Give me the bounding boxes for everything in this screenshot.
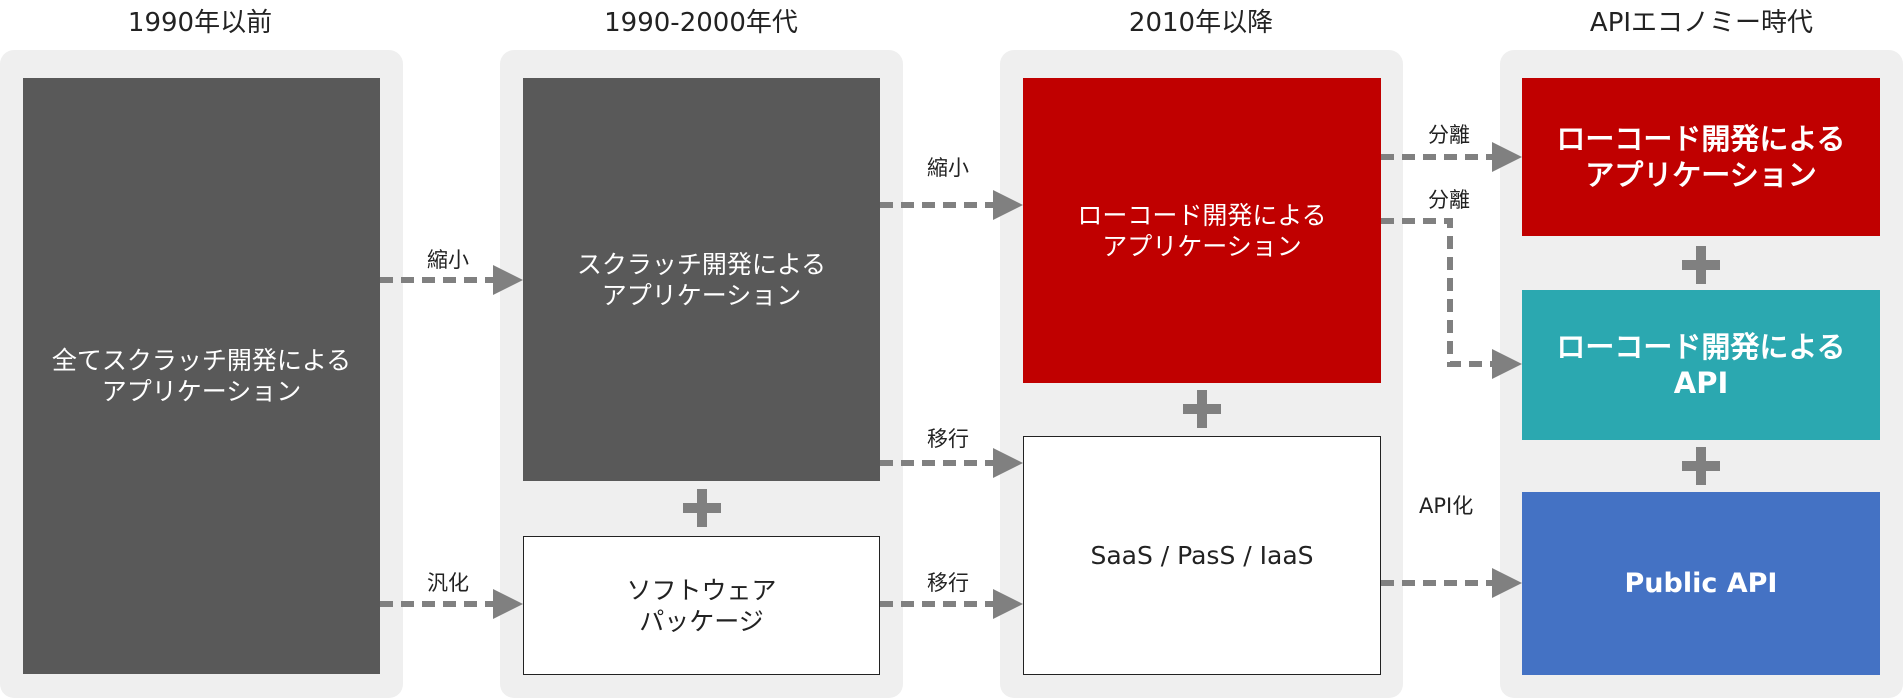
label-migrate-2: 移行 bbox=[927, 571, 969, 595]
box-lowcode-api-line-1: ローコード開発による bbox=[1556, 330, 1846, 364]
arrow-separate-2 bbox=[1381, 218, 1522, 379]
box-saas-line-1: SaaS / PasS / IaaS bbox=[1090, 541, 1314, 570]
plus-icon-col2 bbox=[683, 489, 721, 527]
box-lowcode-app-line-1: ローコード開発による bbox=[1556, 122, 1846, 156]
box-lowcode-api-line-2: API bbox=[1673, 366, 1729, 400]
plus-icon-col4-top bbox=[1682, 246, 1720, 284]
box-public-api-line-1: Public API bbox=[1624, 567, 1778, 599]
plus-icon-col4-bottom bbox=[1682, 447, 1720, 485]
box-saas-pass-iaas: SaaS / PasS / IaaS bbox=[1023, 436, 1381, 675]
box-lowcode-application-2010: ローコード開発による アプリケーション bbox=[1023, 78, 1381, 383]
box-all-scratch-application: 全てスクラッチ開発による アプリケーション bbox=[23, 78, 380, 674]
box-scratch-line-2: アプリケーション bbox=[601, 280, 802, 310]
label-separate-1: 分離 bbox=[1428, 123, 1470, 147]
box-software-line-1: ソフトウェア bbox=[626, 575, 777, 605]
box-software-package: ソフトウェア パッケージ bbox=[523, 536, 880, 675]
header-after-2010: 2010年以降 bbox=[1128, 8, 1274, 38]
box-lowcode-api: ローコード開発による API bbox=[1522, 290, 1880, 440]
box-all-scratch-line-2: アプリケーション bbox=[101, 377, 302, 406]
box-scratch-application: スクラッチ開発による アプリケーション bbox=[523, 78, 880, 481]
label-migrate-1: 移行 bbox=[927, 427, 969, 451]
box-all-scratch-line-1: 全てスクラッチ開発による bbox=[51, 346, 352, 375]
header-before-1990: 1990年以前 bbox=[127, 8, 273, 38]
label-generalize: 汎化 bbox=[427, 571, 469, 595]
label-shrink-1: 縮小 bbox=[427, 248, 469, 272]
box-lowcode-app-line-2: アプリケーション bbox=[1585, 158, 1817, 192]
box-scratch-line-1: スクラッチ開発による bbox=[576, 249, 827, 279]
box-lowcode-2010-line-1: ローコード開発による bbox=[1077, 200, 1327, 230]
box-lowcode-2010-line-2: アプリケーション bbox=[1102, 231, 1302, 261]
box-software-line-2: パッケージ bbox=[639, 606, 764, 636]
label-apiize: API化 bbox=[1419, 494, 1474, 518]
header-api-economy: APIエコノミー時代 bbox=[1589, 8, 1814, 38]
box-lowcode-application: ローコード開発による アプリケーション bbox=[1522, 78, 1880, 236]
label-shrink-2: 縮小 bbox=[927, 156, 969, 180]
plus-icon-col3 bbox=[1183, 390, 1221, 428]
label-separate-2: 分離 bbox=[1428, 188, 1470, 212]
header-1990-2000s: 1990-2000年代 bbox=[604, 8, 798, 38]
box-public-api: Public API bbox=[1522, 492, 1880, 675]
